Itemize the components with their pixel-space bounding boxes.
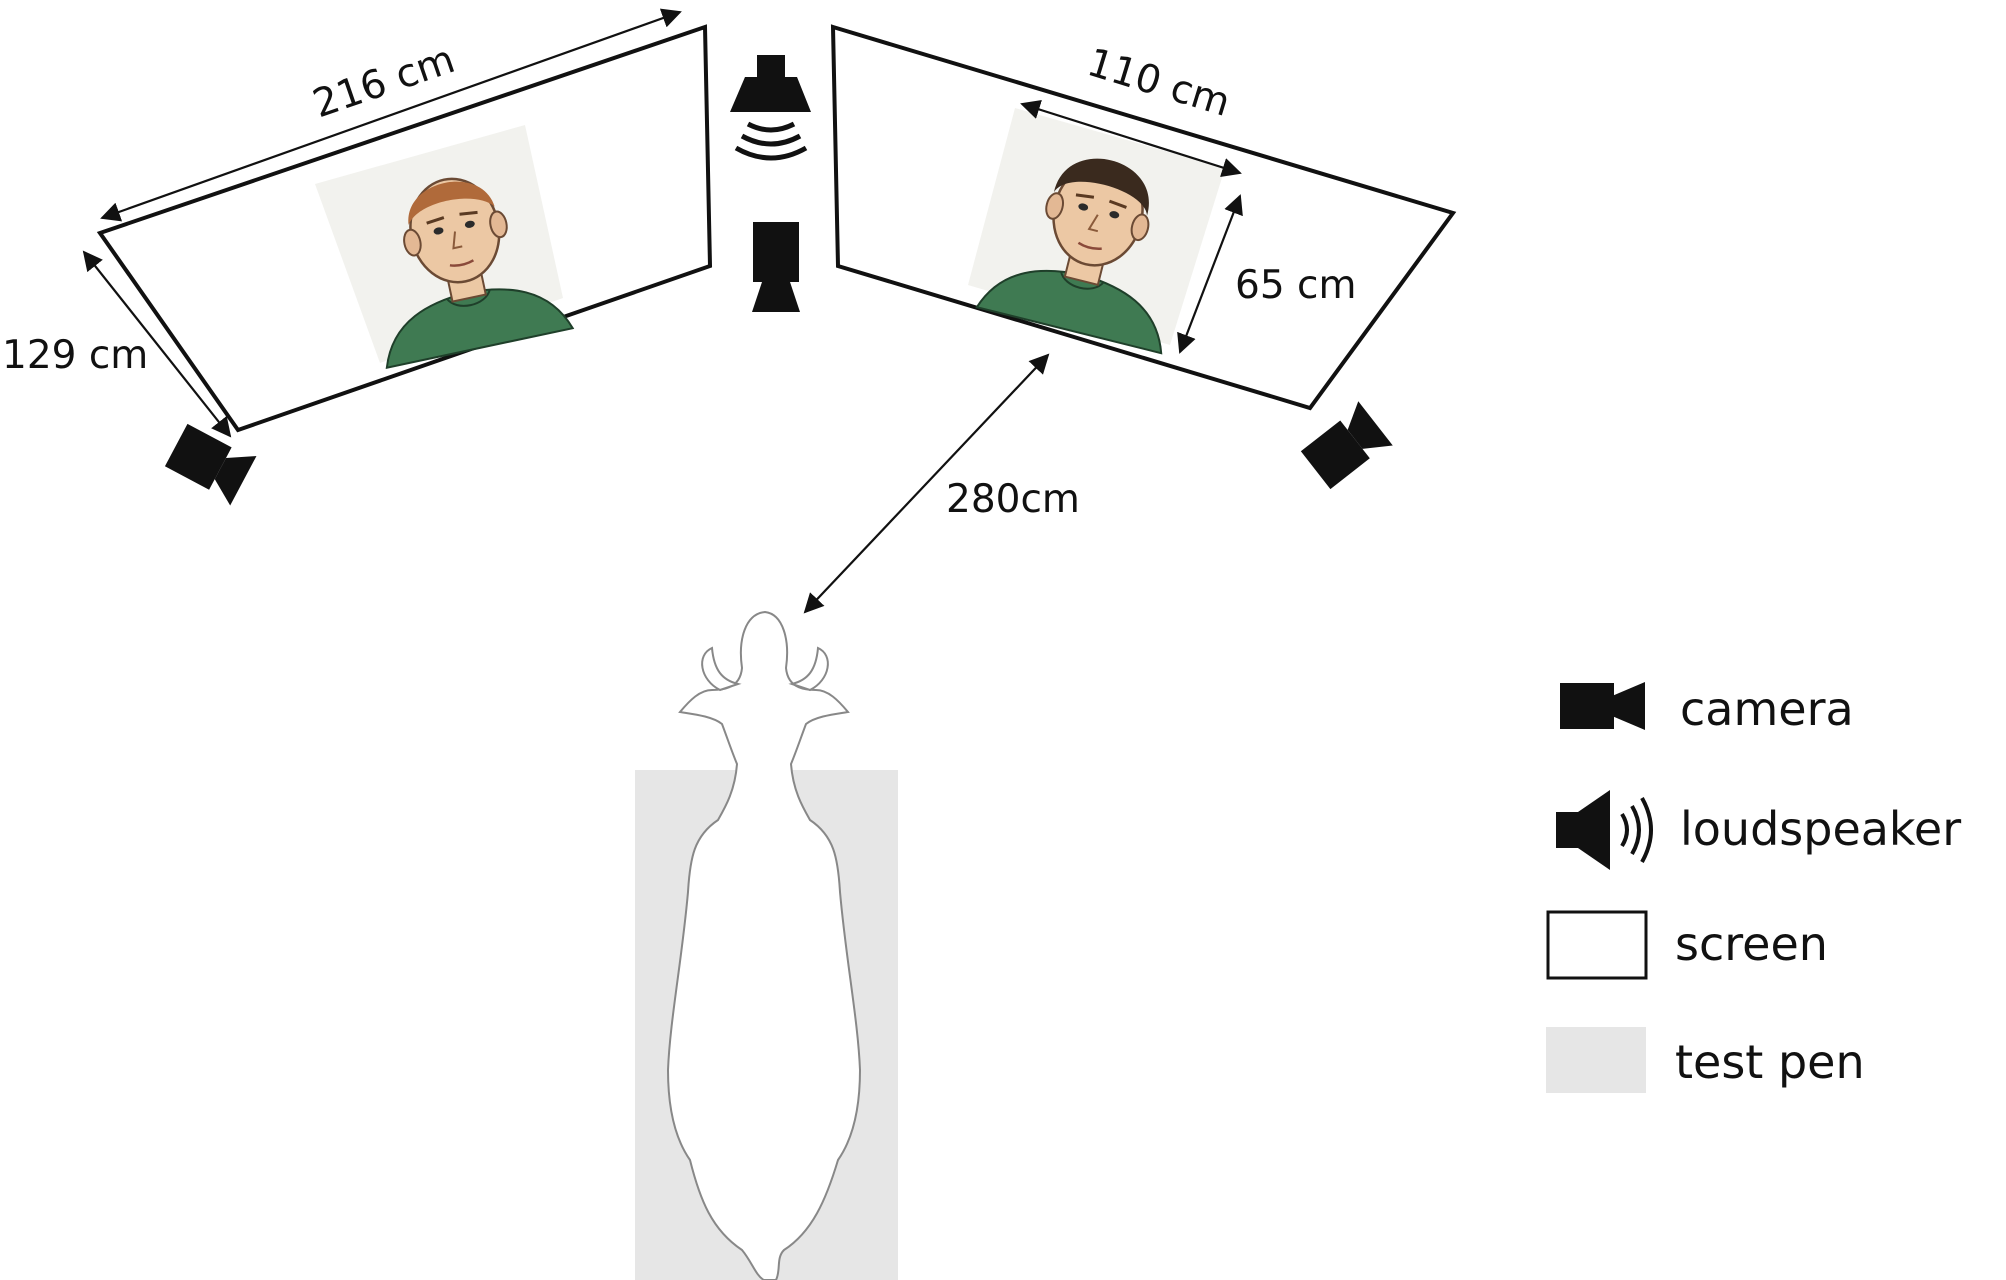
legend-label-screen: screen [1675, 917, 1828, 971]
legend-label-test-pen: test pen [1675, 1035, 1865, 1089]
test-pen-icon [1546, 1027, 1646, 1093]
center-camera-icon [752, 222, 800, 312]
legend: camera loudspeaker screen test pen [1546, 682, 1961, 1093]
left-screen-width-label: 216 cm [307, 37, 460, 127]
left-camera-icon [163, 420, 257, 506]
image-width-arrow [1020, 99, 1242, 178]
legend-item-camera: camera [1560, 682, 1854, 736]
loudspeaker-icon [1556, 790, 1653, 870]
left-screen-width-arrow [100, 8, 682, 222]
right-camera-icon [1298, 401, 1393, 493]
screen-icon [1546, 910, 1648, 980]
legend-item-loudspeaker: loudspeaker [1556, 790, 1961, 870]
left-screen-height-label: 129 cm [2, 333, 148, 378]
legend-item-test-pen: test pen [1546, 1027, 1865, 1093]
cow-outline [666, 610, 862, 1280]
image-height-label: 65 cm [1235, 263, 1356, 308]
viewing-distance-arrow [803, 353, 1050, 614]
legend-item-screen: screen [1546, 910, 1828, 980]
viewing-distance-label: 280cm [946, 477, 1080, 522]
legend-label-loudspeaker: loudspeaker [1680, 802, 1961, 856]
image-height-arrow [1177, 194, 1243, 354]
legend-label-camera: camera [1680, 682, 1854, 736]
camera-icon [1560, 682, 1645, 730]
dimension-arrows [82, 8, 1243, 614]
loudspeaker-icon [730, 55, 811, 161]
left-screen-height-arrow [82, 250, 232, 438]
